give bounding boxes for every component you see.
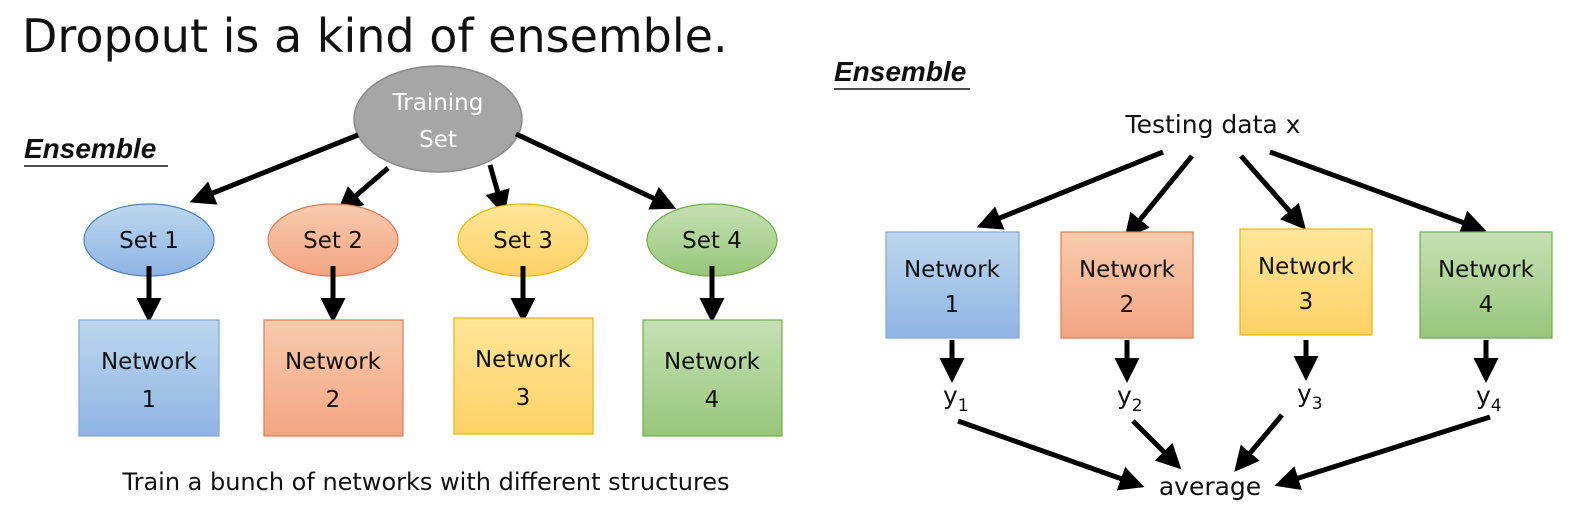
left-network-2-line1: Network: [285, 349, 382, 375]
left-network-1-line1: Network: [101, 349, 198, 375]
right-network-4: [1419, 231, 1553, 339]
right-network-2-line2: 2: [1120, 292, 1135, 318]
right-network-3-line1: Network: [1258, 254, 1355, 280]
right-network-2: [1060, 231, 1194, 339]
training-to-set-arrows: [189, 131, 677, 216]
right-network-4-line1: Network: [1438, 257, 1535, 283]
network-to-output-arrows: [939, 340, 1499, 383]
left-caption: Train a bunch of networks with different…: [121, 468, 729, 496]
arrow-training-set2: [337, 166, 390, 212]
output-y2: y2: [1117, 381, 1143, 416]
right-network-1-line2: 1: [945, 292, 960, 318]
arrow-input-network1: [976, 149, 1164, 230]
left-network-1: [78, 319, 220, 437]
output-y3: y3: [1297, 379, 1323, 414]
arrow-training-set1: [189, 132, 359, 205]
output-y1: y1: [943, 381, 969, 416]
left-network-4-line2: 4: [705, 387, 720, 413]
arrow-input-network2: [1124, 154, 1194, 239]
arrow-y4-average: [1274, 414, 1491, 491]
arrow-y3-average: [1234, 413, 1284, 472]
output-y4: y4: [1476, 381, 1502, 416]
arrow-y2-average: [1131, 419, 1182, 470]
left-network-3-line1: Network: [475, 347, 572, 373]
right-network-1-line1: Network: [904, 257, 1001, 283]
right-network-2-line1: Network: [1079, 257, 1176, 283]
page-title: Dropout is a kind of ensemble.: [22, 9, 728, 63]
testing-data-label: Testing data x: [1125, 110, 1301, 139]
left-network-1-line2: 1: [142, 387, 157, 413]
set-2-label: Set 2: [303, 228, 363, 254]
set-3-label: Set 3: [493, 228, 553, 254]
left-network-2: [263, 319, 404, 437]
left-network-4-line1: Network: [664, 349, 761, 375]
right-network-4-line2: 4: [1479, 292, 1494, 318]
set-1-label: Set 1: [119, 228, 179, 254]
left-network-3: [453, 317, 594, 435]
set-to-network-arrows: [136, 266, 725, 323]
training-set-node: [353, 65, 523, 173]
arrow-y1-average: [957, 418, 1145, 491]
set-4-label: Set 4: [682, 228, 742, 254]
left-heading: Ensemble: [24, 133, 156, 164]
output-to-average-arrows: [957, 413, 1491, 491]
arrow-training-set4: [514, 131, 677, 210]
right-network-3-line2: 3: [1299, 289, 1314, 315]
arrow-input-network4: [1269, 149, 1487, 235]
training-set-label-line1: Training: [392, 90, 484, 116]
right-network-3: [1239, 228, 1373, 336]
left-network-2-line2: 2: [326, 387, 341, 413]
left-network-3-line2: 3: [516, 385, 531, 411]
arrow-training-set3: [485, 164, 510, 216]
training-set-label-line2: Set: [419, 127, 457, 153]
arrow-input-network3: [1239, 154, 1306, 230]
left-ensemble: Ensemble Training Set Set 1 Set 2 Set 3 …: [24, 65, 783, 496]
right-ensemble: Ensemble Testing data x Network 1 Networ…: [834, 56, 1553, 501]
average-label: average: [1159, 472, 1261, 501]
left-network-4: [642, 319, 783, 437]
input-to-network-arrows: [976, 149, 1487, 239]
right-network-1: [885, 231, 1020, 339]
right-heading: Ensemble: [834, 56, 966, 87]
